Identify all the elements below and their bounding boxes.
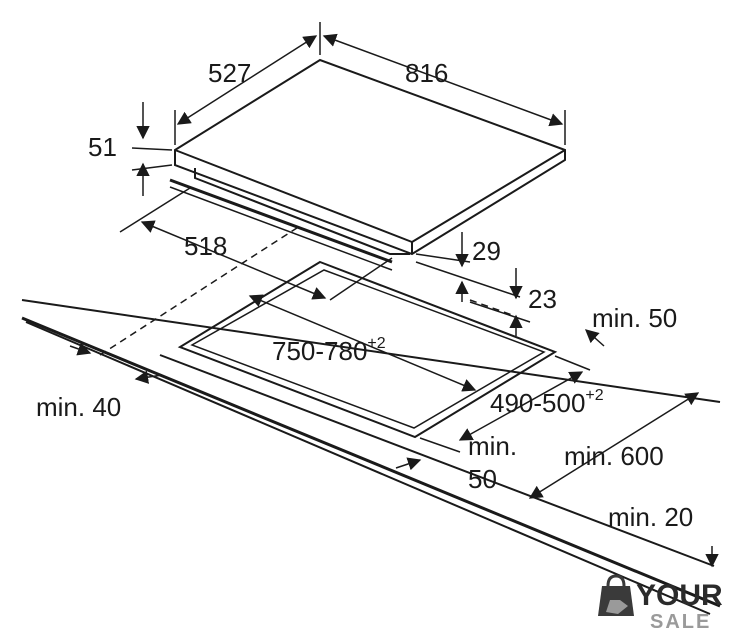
label-min-back: min. 50: [592, 303, 677, 333]
label-cutout-offset: 518: [184, 231, 227, 261]
label-hob-depth: 527: [208, 58, 251, 88]
label-drop-23: 23: [528, 284, 557, 314]
shopping-bag-hand-icon: [598, 574, 634, 616]
dimension-labels: 527 816 51 518 29 23 min. 50 750-780+2 4…: [36, 58, 693, 532]
cutout-depth-tolerance: +2: [585, 387, 603, 404]
cutout-width-tolerance: +2: [367, 335, 385, 352]
label-cutout-depth: 490-500+2: [490, 387, 604, 418]
label-hob-height: 51: [88, 132, 117, 162]
cutout-width-value: 750-780: [272, 336, 367, 366]
logo-word-sale: SALE: [650, 611, 711, 633]
label-drop-29: 29: [472, 236, 501, 266]
label-cutout-width: 750-780+2: [272, 335, 386, 366]
label-min-front-1: min.: [468, 431, 517, 461]
cutout-depth-value: 490-500: [490, 388, 585, 418]
label-min-front-2: 50: [468, 464, 497, 494]
logo-word-your: YOUR: [636, 579, 723, 612]
yoursale-logo: YOUR SALE: [598, 574, 723, 633]
label-min-side: min. 40: [36, 392, 121, 422]
label-hob-width: 816: [405, 58, 448, 88]
label-min-20: min. 20: [608, 502, 693, 532]
dimension-lines: [69, 33, 719, 568]
label-min-600: min. 600: [564, 441, 664, 471]
